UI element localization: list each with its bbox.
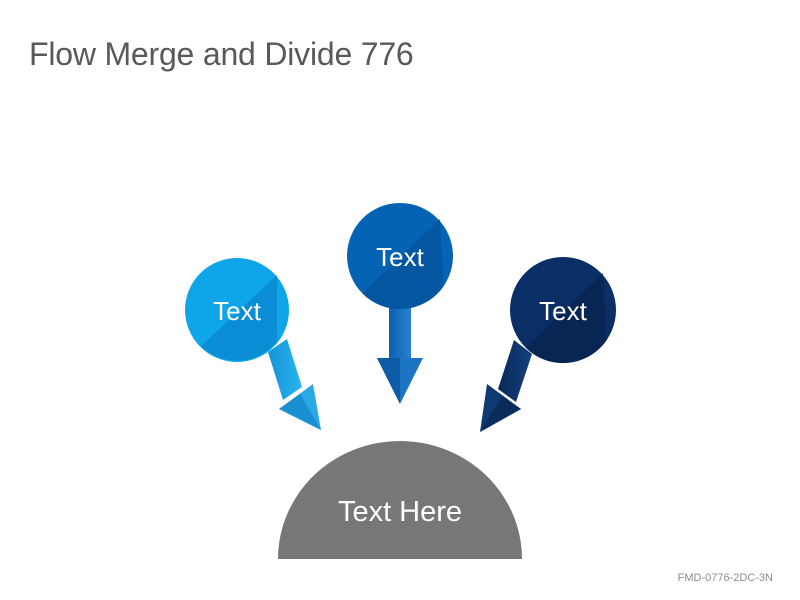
arrow-1-shaft bbox=[268, 339, 302, 400]
slide-title: Flow Merge and Divide 776 bbox=[29, 36, 414, 72]
flow-node-3: Text bbox=[510, 257, 616, 364]
node-1-shadow-facet bbox=[200, 275, 277, 361]
target-label: Text Here bbox=[338, 496, 462, 528]
arrow-3-head-shade bbox=[480, 396, 521, 432]
node-2-shadow-facet bbox=[362, 219, 444, 310]
arrow-3-shaft bbox=[498, 340, 532, 402]
flow-node-2: Text bbox=[347, 203, 453, 310]
flow-arrow-1 bbox=[268, 339, 321, 430]
flow-arrow-3 bbox=[480, 340, 532, 432]
node-1-label: Text bbox=[213, 296, 261, 326]
arrow-2-shaft bbox=[389, 302, 411, 360]
flow-arrow-2 bbox=[377, 302, 423, 404]
node-2-label: Text bbox=[376, 242, 424, 272]
arrow-2-head-shade bbox=[377, 358, 400, 404]
arrow-1-head-shade bbox=[279, 394, 321, 430]
node-3-shadow-facet bbox=[525, 273, 607, 364]
footer-code: FMD-0776-2DC-3N bbox=[677, 572, 773, 584]
node-3-label: Text bbox=[539, 296, 587, 326]
flow-node-1: Text bbox=[185, 258, 289, 362]
target-semicircle bbox=[278, 441, 522, 559]
merge-target: Text Here bbox=[278, 441, 522, 559]
